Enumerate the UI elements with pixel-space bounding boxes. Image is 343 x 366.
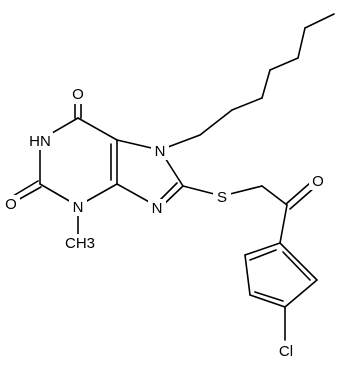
bond	[244, 242, 281, 256]
chlorine-label: Cl	[279, 343, 293, 360]
bond	[231, 97, 263, 111]
atom-label-layer: O HN N O N N S O CH3 Cl	[2, 84, 327, 360]
bond	[249, 294, 286, 308]
methyl-label: CH3	[65, 235, 95, 252]
bond	[279, 242, 318, 281]
bond	[249, 249, 277, 261]
bond-layer	[12, 13, 335, 341]
bond	[261, 185, 288, 206]
bond	[297, 27, 306, 59]
bond	[77, 117, 118, 141]
bond	[12, 180, 39, 197]
bond	[279, 204, 288, 244]
nitrogen-label: N	[73, 199, 84, 216]
oxygen-label: O	[72, 86, 84, 103]
bond	[261, 69, 271, 99]
nitrogen-label: N	[155, 143, 166, 160]
nitrogen-label: N	[152, 200, 163, 217]
bond	[304, 13, 335, 29]
bond	[244, 254, 251, 296]
bond	[254, 291, 284, 302]
bond	[199, 109, 233, 136]
bond	[269, 57, 299, 71]
oxygen-label: O	[312, 173, 324, 190]
bond	[15, 186, 42, 202]
bond	[285, 182, 311, 205]
nh-label: HN	[29, 133, 51, 150]
bond	[284, 279, 318, 308]
bond	[289, 187, 315, 210]
sulfur-label: S	[217, 189, 227, 206]
oxygen-label: O	[5, 196, 17, 213]
bond	[282, 251, 311, 281]
